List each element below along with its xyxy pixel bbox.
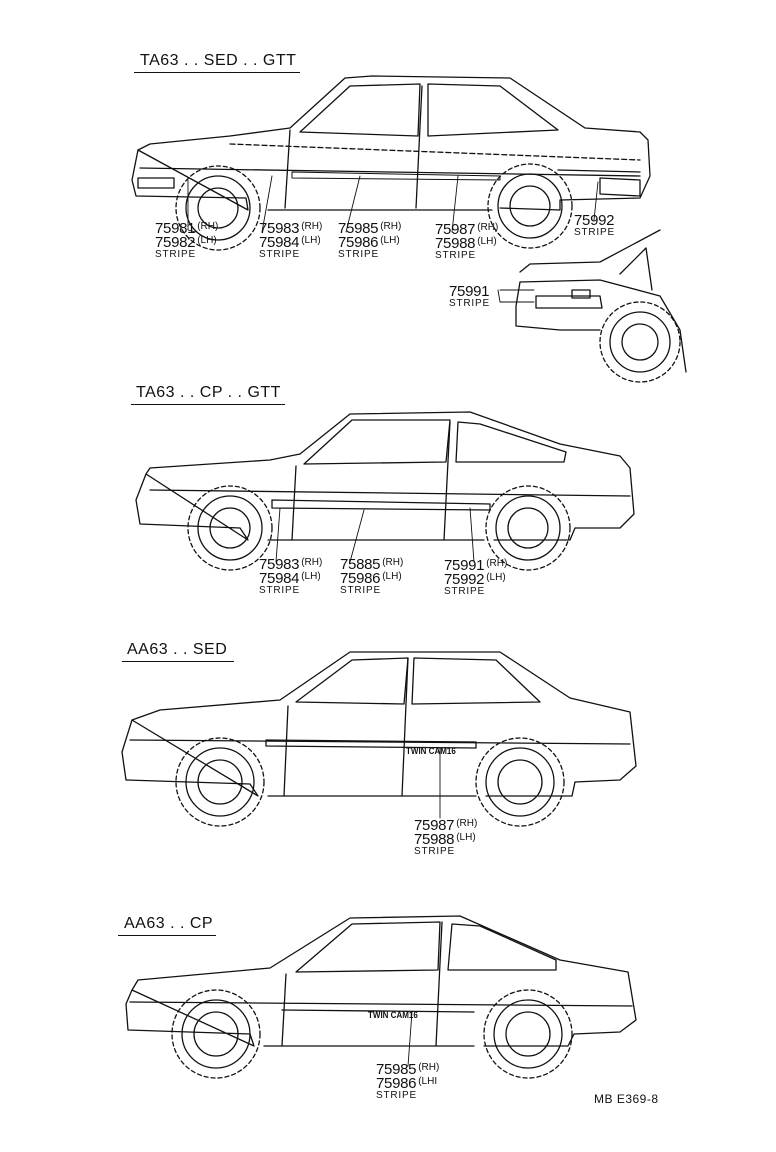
lh-tag: (LH)	[197, 235, 217, 246]
section-title-ta63-cp-gtt: TA63 . . CP . . GTT	[136, 384, 281, 401]
part-number-lh: 75988	[435, 235, 476, 252]
title-underline	[134, 72, 300, 73]
callout-75987: 75987(RH) 75988(LH) STRIPE	[414, 818, 477, 857]
diagram-reference-code: MB E369-8	[594, 1092, 659, 1106]
rh-tag: (RH)	[197, 221, 219, 232]
car-aa63-sedan-drawing	[121, 651, 637, 827]
part-number-rh: 75991	[444, 557, 485, 574]
stripe-label: STRIPE	[449, 298, 490, 309]
callout-75991: 75991(RH) 75992(LH) STRIPE	[444, 558, 507, 597]
title-underline	[118, 935, 216, 936]
callout-75981: 75981(RH) 75982(LH) STRIPE	[155, 221, 218, 260]
section-title-ta63-sed-gtt: TA63 . . SED . . GTT	[140, 52, 297, 69]
title-underline	[131, 404, 285, 405]
part-number: 75992	[574, 212, 615, 229]
rh-tag: (RH)	[477, 222, 499, 233]
stripe-label: STRIPE	[435, 250, 476, 261]
lh-tag: (LH)	[456, 832, 476, 843]
part-number-lh: 75984	[259, 570, 300, 587]
section-title-aa63-sed: AA63 . . SED	[127, 641, 228, 658]
rh-tag: (RH)	[418, 1062, 440, 1073]
stripe-label: STRIPE	[259, 585, 300, 596]
stripe-label: STRIPE	[444, 586, 485, 597]
part-number-rh: 75981	[155, 220, 196, 237]
callout-75983: 75983(RH) 75984(LH) STRIPE	[259, 557, 322, 596]
car-aa63-coupe-drawing	[125, 915, 637, 1079]
stripe-label: STRIPE	[259, 249, 300, 260]
part-number-rh: 75987	[435, 221, 476, 238]
lh-tag: (LH)	[477, 236, 497, 247]
rh-tag: (RH)	[301, 557, 323, 568]
callout-75985: 75985(RH) 75986(LHI STRIPE	[376, 1062, 439, 1101]
part-number: 75991	[449, 283, 490, 300]
car-ta63-coupe-drawing	[135, 411, 635, 571]
stripe-label: STRIPE	[338, 249, 379, 260]
part-number-lh: 75986	[376, 1075, 417, 1092]
part-number-rh: 75987	[414, 817, 455, 834]
part-number-rh: 75983	[259, 220, 300, 237]
twin-cam-badge: TWIN CAM16	[368, 1010, 418, 1021]
lh-tag: (LHI	[418, 1076, 438, 1087]
title-underline	[122, 661, 234, 662]
callout-75992: 75992 STRIPE	[574, 213, 615, 238]
part-number-lh: 75982	[155, 234, 196, 251]
car-ta63-sedan-drawing	[131, 75, 651, 251]
part-number-lh: 75992	[444, 571, 485, 588]
lh-tag: (LH)	[380, 235, 400, 246]
rh-tag: (RH)	[456, 818, 478, 829]
twin-cam-badge: TWIN CAM16	[406, 746, 456, 757]
part-number-rh: 75985	[338, 220, 379, 237]
part-number-rh: 75885	[340, 556, 381, 573]
part-number-lh: 75986	[338, 234, 379, 251]
part-number-rh: 75983	[259, 556, 300, 573]
part-number-lh: 75986	[340, 570, 381, 587]
callout-75985: 75985(RH) 75986(LH) STRIPE	[338, 221, 401, 260]
part-number-lh: 75988	[414, 831, 455, 848]
lh-tag: (LH)	[382, 571, 402, 582]
stripe-label: STRIPE	[574, 227, 615, 238]
stripe-label: STRIPE	[376, 1090, 417, 1101]
stripe-label: STRIPE	[340, 585, 381, 596]
callout-75885: 75885(RH) 75986(LH) STRIPE	[340, 557, 403, 596]
rh-tag: (RH)	[380, 221, 402, 232]
part-number-rh: 75985	[376, 1061, 417, 1078]
lh-tag: (LH)	[301, 235, 321, 246]
lh-tag: (LH)	[486, 572, 506, 583]
stripe-label: STRIPE	[155, 249, 196, 260]
rh-tag: (RH)	[486, 558, 508, 569]
rh-tag: (RH)	[301, 221, 323, 232]
section-title-aa63-cp: AA63 . . CP	[124, 915, 214, 932]
car-front-detail-drawing	[497, 229, 687, 383]
callout-75991: 75991 STRIPE	[449, 284, 490, 309]
lh-tag: (LH)	[301, 571, 321, 582]
callout-75987: 75987(RH) 75988(LH) STRIPE	[435, 222, 498, 261]
rh-tag: (RH)	[382, 557, 404, 568]
stripe-label: STRIPE	[414, 846, 455, 857]
callout-75983: 75983(RH) 75984(LH) STRIPE	[259, 221, 322, 260]
part-number-lh: 75984	[259, 234, 300, 251]
